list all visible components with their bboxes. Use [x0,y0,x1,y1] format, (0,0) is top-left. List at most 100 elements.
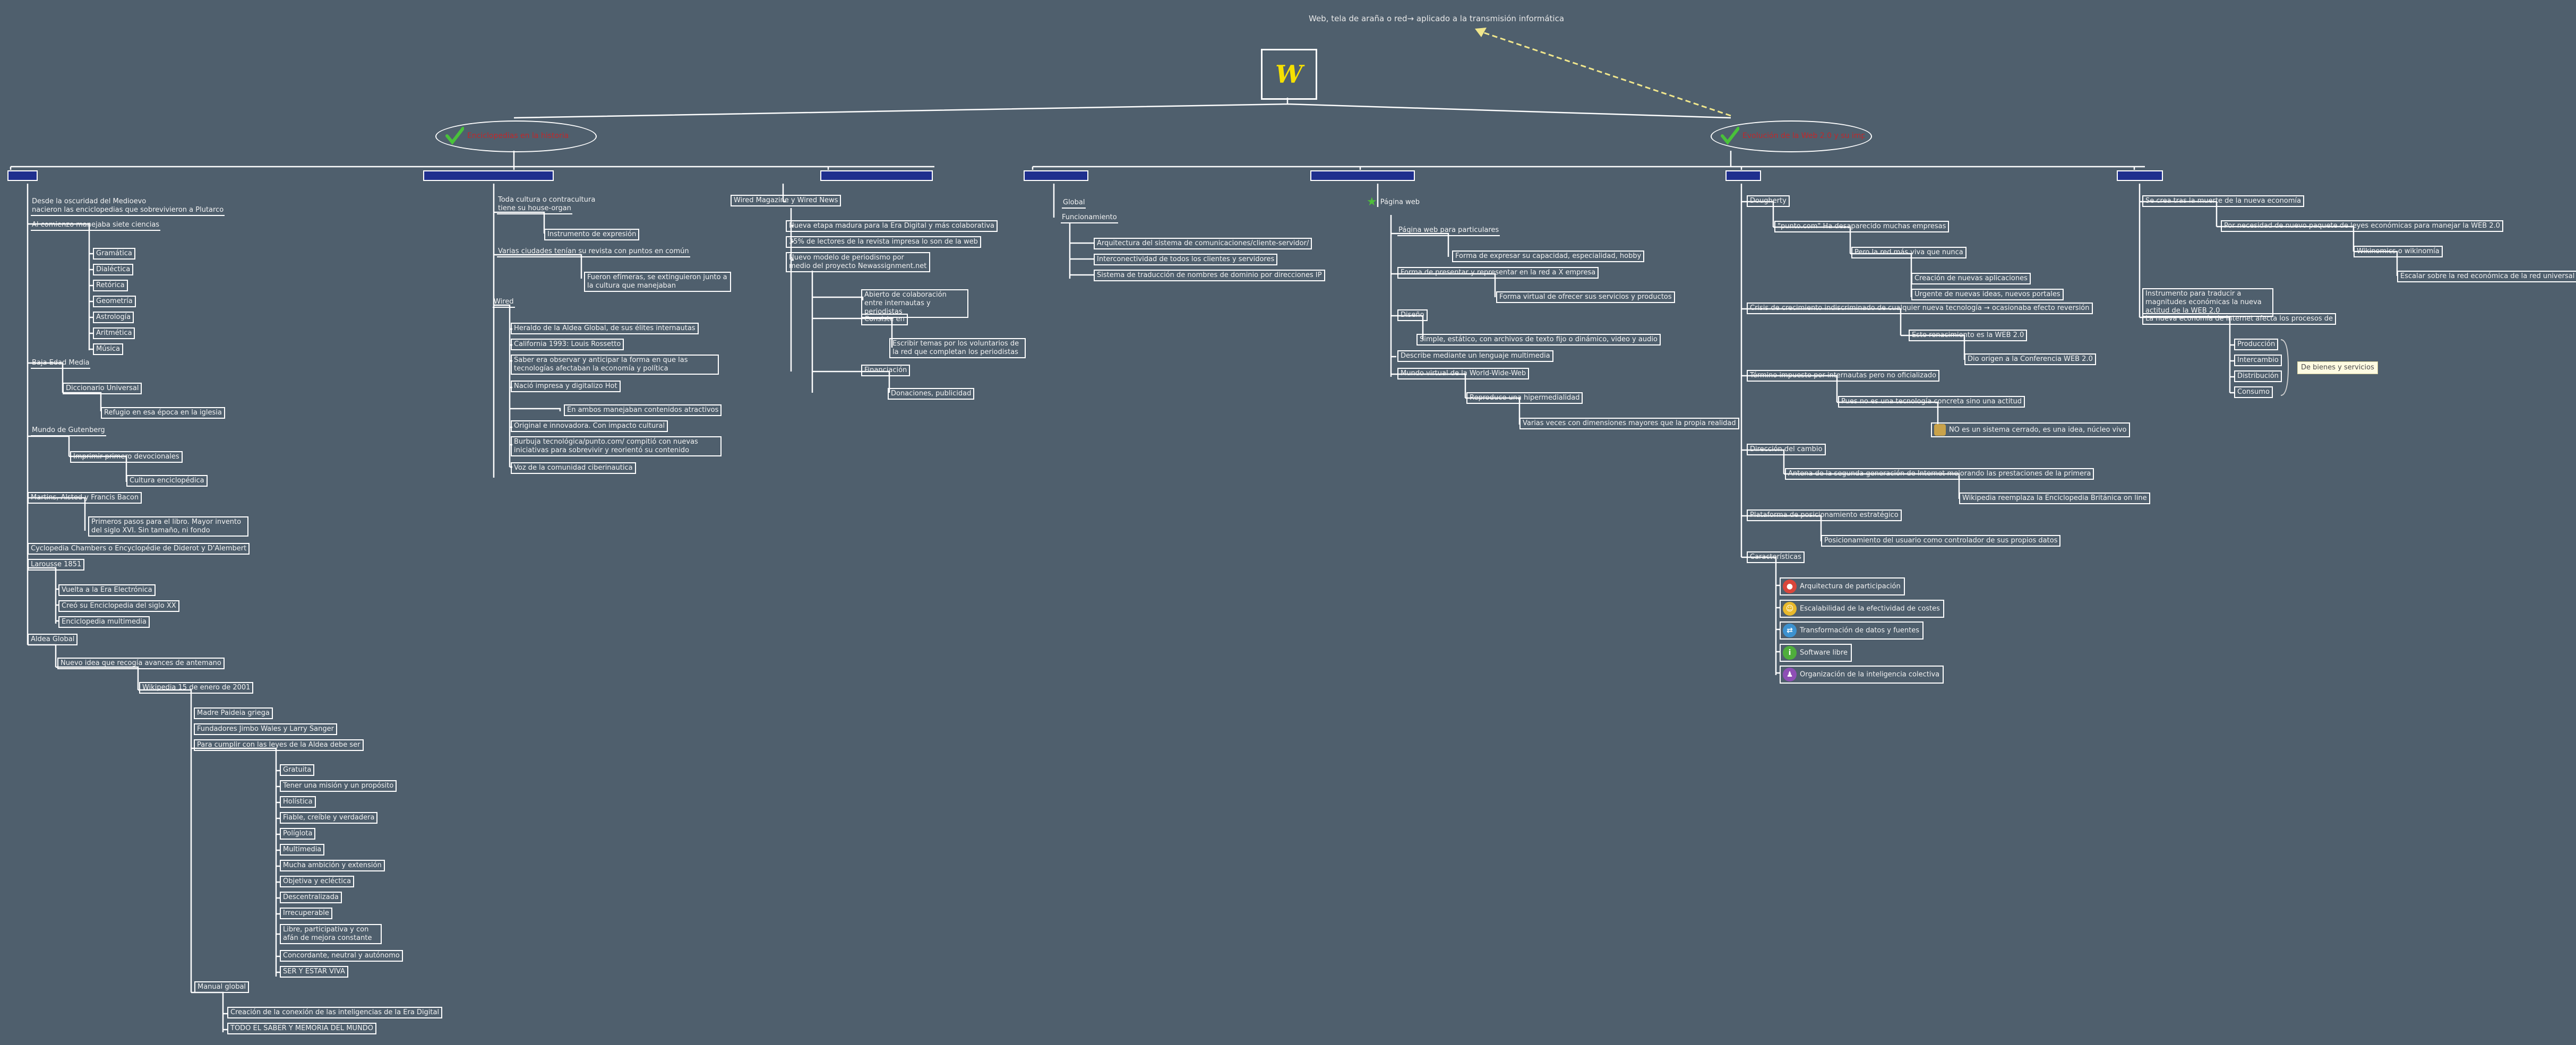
node[interactable]: Se crea tras la muerte de la nueva econo… [2142,195,2305,207]
node[interactable]: Arquitectura del sistema de comunicacion… [1094,238,1312,249]
node[interactable]: TODO EL SABER Y MEMORIA DEL MUNDO [227,1023,376,1034]
node[interactable]: Heraldo de la Aldea Global, de sus élite… [511,323,699,334]
node[interactable]: Toda cultura o contracultura [498,196,596,204]
node[interactable]: Mucha ambición y extensión [280,860,385,871]
node[interactable]: Financiación [861,365,911,376]
node[interactable]: Primeros pasos para el libro. Mayor inve… [88,516,248,537]
node[interactable]: Por necesidad de nuevo paquete de leyes … [2221,220,2504,232]
node[interactable]: Urgente de nuevas ideas, nuevos portales [1911,289,2064,300]
node[interactable]: Plataforma de posicionamiento estratégic… [1747,509,1902,521]
node[interactable]: Forma de presentar y representar en la r… [1397,267,1599,279]
node[interactable]: Para cumplir con las leyes de la Aldea d… [194,739,364,751]
node[interactable]: Wikipedia 15 de enero de 2001 [139,682,254,694]
node[interactable]: Martins, Alsted y Francis Bacon [28,492,142,504]
node[interactable]: Holística [280,796,316,808]
node[interactable]: Descentralizada [280,892,342,903]
node[interactable]: Cultura enciclopédica [126,475,208,487]
node[interactable]: Diseño [1397,309,1428,321]
node[interactable]: Donaciones, publicidad [888,388,975,400]
node[interactable]: Aldea Global [28,634,78,645]
node[interactable]: ★Página web [1366,196,1421,208]
node[interactable]: Gramática [93,248,135,260]
node[interactable]: Cyclopedia Chambers o Encyclopédie de Di… [28,543,250,555]
category-col6[interactable] [1725,170,1761,181]
node[interactable]: Fundadores Jimbo Wales y Larry Sanger [194,723,337,735]
category-col7[interactable] [2117,170,2163,181]
node[interactable]: Crisis de crecimiento indiscriminado de … [1747,303,2093,314]
hub-enciclopedias[interactable]: Enciclopedias en la historia [435,120,597,152]
summary-note[interactable]: De bienes y servicios [2297,361,2378,374]
node[interactable]: Wired [493,298,515,308]
node[interactable]: Página web para particulares [1397,226,1500,236]
node[interactable]: Esto renacimiento es la WEB 2.0 [1909,330,2028,341]
node[interactable]: Nuevo idea que recogía avances de antema… [57,658,225,669]
category-col3[interactable] [820,170,933,181]
hub-web20[interactable]: Evolución de la Web 2.0 y su impacto [1711,120,1872,152]
node[interactable]: Fiable, creíble y verdadera [280,812,378,824]
node[interactable]: Al comienzo manejaba siete ciencias [31,221,161,231]
node[interactable]: NO es un sistema cerrado, es una idea, n… [1931,422,2130,437]
category-col4[interactable] [1024,170,1088,181]
node[interactable]: Mundo de Gutenberg [31,426,106,436]
node[interactable]: nacieron las enciclopedias que sobrevivi… [31,206,225,216]
node[interactable]: Saber era observar y anticipar la forma … [511,355,719,375]
node[interactable]: Retórica [93,280,128,291]
node[interactable]: Wikinomics o wikinomía [2354,246,2443,257]
node[interactable]: Global [1062,198,1086,209]
node[interactable]: California 1993: Louis Rossetto [511,339,624,350]
node[interactable]: Consiste en [861,314,908,325]
node[interactable]: Escribir temas por los voluntarios de la… [889,338,1026,358]
node[interactable]: Objetiva y ecléctica [280,876,355,887]
node[interactable]: ⇄Transformación de datos y fuentes [1780,621,1924,640]
node[interactable]: Wired Magazine y Wired News [731,195,842,206]
node[interactable]: ♟Organización de la inteligencia colecti… [1780,666,1944,684]
node[interactable]: Creación de la conexión de las inteligen… [227,1007,443,1018]
node[interactable]: Características [1747,551,1805,563]
node[interactable]: Libre, participativa y con afán de mejor… [280,924,382,944]
node[interactable]: Escalar sobre la red económica de la red… [2397,271,2576,282]
node[interactable]: Dio origen a la Conferencia WEB 2.0 [1964,353,2096,365]
category-col2[interactable] [423,170,554,181]
node[interactable]: Refugio en esa época en la iglesia [101,407,225,419]
node[interactable]: Forma virtual de ofrecer sus servicios y… [1496,291,1675,303]
node[interactable]: 35% de lectores de la revista impresa lo… [786,236,981,248]
node[interactable]: ●Arquitectura de participación [1780,577,1905,595]
node[interactable]: Políglota [280,828,316,840]
node[interactable]: SER Y ESTAR VIVA [280,966,348,978]
node[interactable]: Tener una misión y un propósito [280,780,397,792]
node[interactable]: Burbuja tecnológica/punto.com/ compitió … [511,436,722,456]
node[interactable]: Posicionamiento del usuario como control… [1821,535,2061,547]
node[interactable]: Creó su Enciclopedia del siglo XX [58,600,179,612]
node[interactable]: Voz de la comunidad ciberinautica [511,462,636,474]
node[interactable]: Gratuita [280,764,315,776]
node[interactable]: En ambos manejaban contenidos atractivos [564,404,722,416]
node[interactable]: Describe mediante un lenguaje multimedia [1397,350,1553,362]
node[interactable]: Astrología [93,312,134,323]
node[interactable]: ☺Escalabilidad de la efectividad de cost… [1780,600,1944,618]
node[interactable]: Fueron efímeras, se extinguieron junto a… [584,272,731,292]
node[interactable]: Creación de nuevas aplicaciones [1911,273,2031,284]
node[interactable]: tiene su house-organ [497,204,572,214]
node[interactable]: Consumo [2234,386,2273,398]
node[interactable]: Música [93,343,123,355]
node[interactable]: Pues no es una tecnología concreta sino … [1838,396,2025,408]
node[interactable]: Nació impresa y digitalizo Hot [511,381,621,392]
node[interactable]: Irrecuperable [280,908,332,919]
node[interactable]: Mundo virtual de la World-Wide-Web [1397,368,1530,379]
node[interactable]: Manual global [194,981,250,993]
node[interactable]: Antena de la segunda generación de Inter… [1785,468,2094,480]
root-node[interactable]: W [1261,49,1317,100]
node[interactable]: Sistema de traducción de nombres de domi… [1094,270,1325,281]
node[interactable]: Funcionamiento [1061,213,1118,223]
node[interactable]: Interconectividad de todos los clientes … [1094,254,1278,265]
node[interactable]: Varias veces con dimensiones mayores que… [1519,418,1739,429]
node[interactable]: Enciclopedia multimedia [58,616,150,628]
node[interactable]: Intercambio [2234,355,2282,366]
node[interactable]: Geometría [93,296,136,307]
node[interactable]: Baja Edad Media [31,359,91,369]
node[interactable]: Concordante, neutral y autónomo [280,950,403,962]
node[interactable]: Nueva etapa madura para la Era Digital y… [786,220,998,232]
node[interactable]: "punto.com" Ha desaparecido muchas empre… [1774,221,1950,232]
node[interactable]: Diccionario Universal [63,383,142,394]
